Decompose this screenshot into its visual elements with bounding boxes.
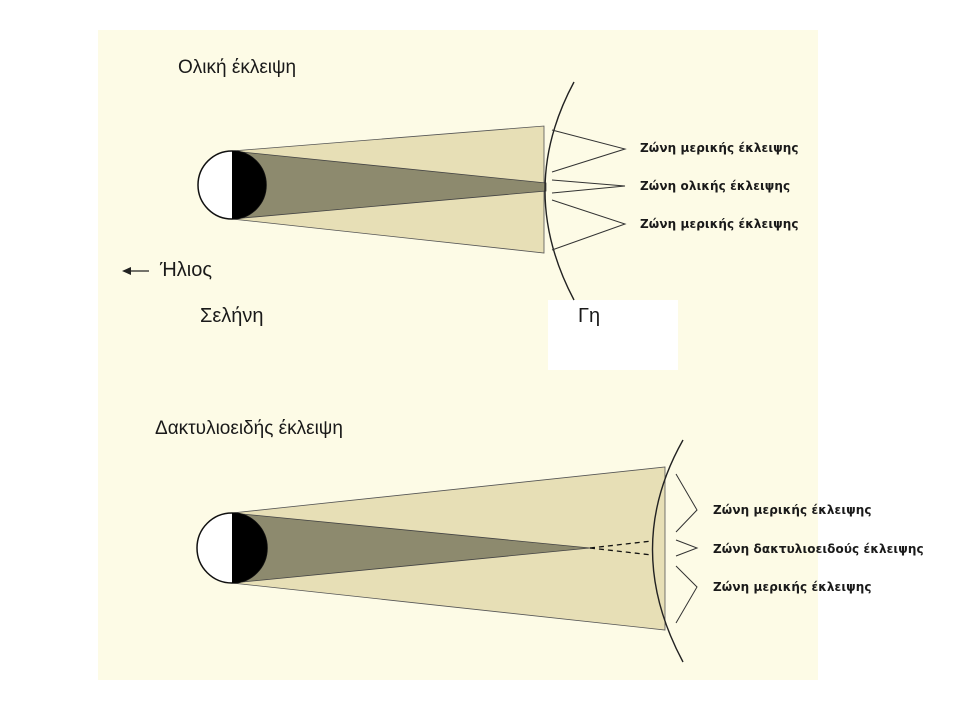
- moon-dark-side: [232, 151, 266, 219]
- zone-label-partial-lower: Ζώνη μερικής έκλειψης: [640, 217, 799, 231]
- moon-dark-side: [232, 513, 267, 583]
- annular-zone-label-partial-lower: Ζώνη μερικής έκλειψης: [713, 580, 872, 594]
- sun-direction-arrow: [122, 267, 149, 275]
- annular-eclipse-title: Δακτυλιοειδής έκλειψη: [155, 418, 343, 439]
- sun-label: Ήλιος: [160, 259, 212, 281]
- paper-patch: [548, 300, 678, 370]
- annular-eclipse-diagram: [196, 439, 699, 663]
- moon-label: Σελήνη: [200, 305, 264, 327]
- zone-label-partial-upper: Ζώνη μερικής έκλειψης: [640, 141, 799, 155]
- total-eclipse-diagram: [122, 81, 627, 301]
- annular-zone-label-partial-upper: Ζώνη μερικής έκλειψης: [713, 503, 872, 517]
- earth-label: Γη: [578, 305, 601, 327]
- earth-surface: [651, 439, 684, 663]
- annular-zone-label-annular: Ζώνη δακτυλιοειδούς έκλειψης: [713, 542, 924, 556]
- total-eclipse-title: Ολική έκλειψη: [178, 57, 297, 78]
- zone-pointers: [551, 129, 627, 251]
- zone-label-total: Ζώνη ολικής έκλειψης: [640, 179, 791, 193]
- earth-surface: [544, 81, 575, 301]
- zone-pointers: [675, 473, 699, 624]
- antumbra-dashed-lines: [589, 540, 653, 556]
